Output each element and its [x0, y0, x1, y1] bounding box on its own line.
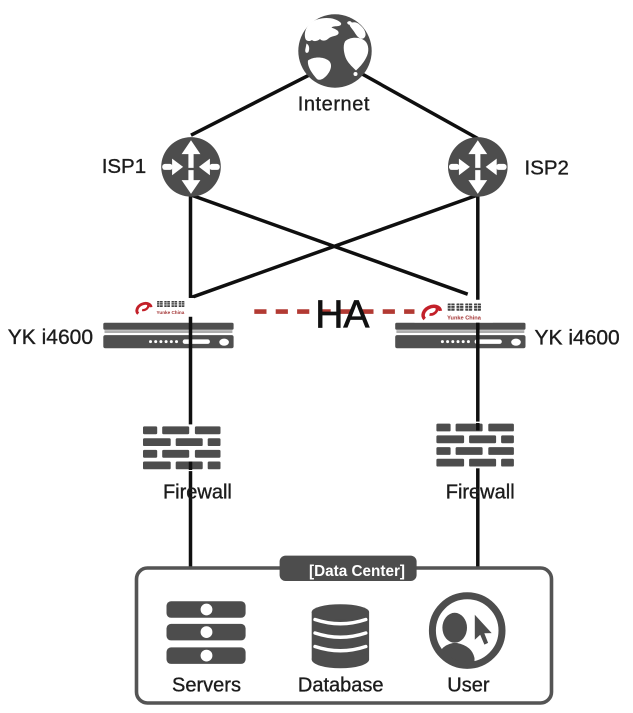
svg-text:User: User	[447, 675, 490, 697]
svg-text:[Data Center]: [Data Center]	[309, 563, 405, 580]
svg-text:HA: HA	[315, 293, 369, 336]
svg-text:Firewall: Firewall	[446, 481, 515, 503]
svg-text:ISP2: ISP2	[525, 157, 569, 180]
svg-text:Internet: Internet	[298, 94, 370, 116]
svg-text:ISP1: ISP1	[102, 155, 146, 178]
svg-text:Database: Database	[298, 675, 384, 697]
svg-text:Servers: Servers	[172, 675, 241, 697]
svg-text:YK i4600: YK i4600	[535, 327, 620, 350]
svg-text:Firewall: Firewall	[163, 481, 232, 503]
svg-text:YK i4600: YK i4600	[8, 326, 93, 349]
